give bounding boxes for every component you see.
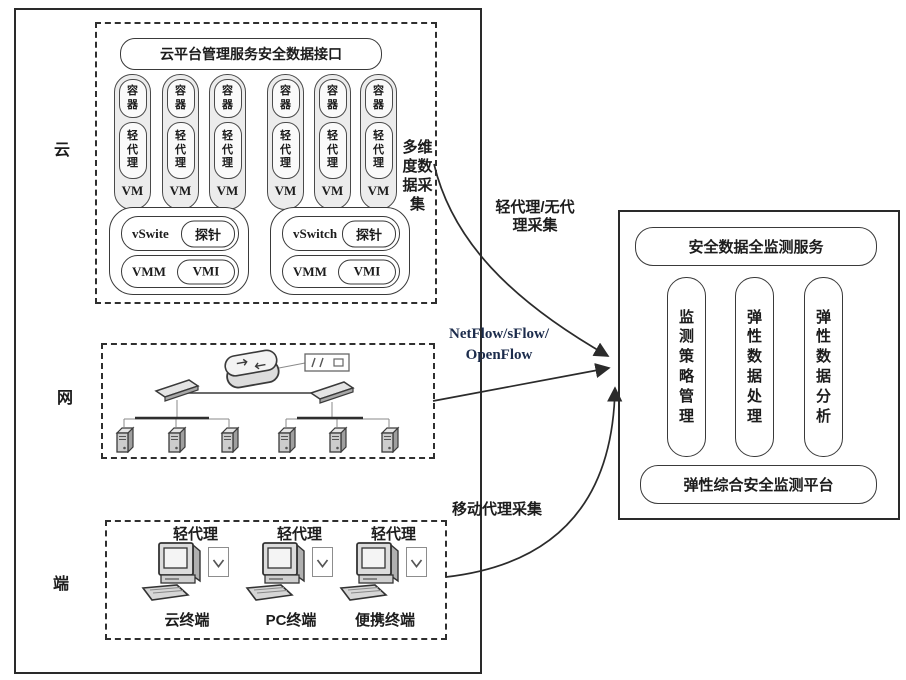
vm-capsule: 容器 轻代理 VM [162, 74, 199, 210]
cloud-section-box: 云平台管理服务安全数据接口 容器 轻代理 VM 容器 轻代理 VM 容器 轻代理… [95, 22, 437, 304]
desktop-computer-icon [141, 542, 201, 601]
vm-capsule: 容器 轻代理 VM [360, 74, 397, 210]
server-icon [220, 426, 240, 453]
vm-label: VM [169, 183, 192, 198]
vm-capsule: 容器 轻代理 VM [267, 74, 304, 210]
vm-capsule: 容器 轻代理 VM [209, 74, 246, 210]
multidimensional-collection-label: 多维度数据采集 [402, 139, 433, 213]
container-pill: 容器 [166, 79, 195, 118]
light-agent-pill: 轻代理 [166, 122, 195, 179]
check-icon [410, 559, 423, 568]
monitor-platform-bar: 弹性综合安全监测平台 [640, 465, 877, 504]
vmm-label: VMM [293, 263, 327, 279]
terminal-name: 便携终端 [354, 612, 415, 629]
firewall-appliance-icon [304, 353, 350, 372]
light-agent-pill: 轻代理 [118, 122, 147, 179]
light-agent-pill: 轻代理 [318, 122, 347, 179]
network-topology-art [115, 349, 400, 453]
agent-checkbox [312, 547, 333, 577]
light-agent-pill: 轻代理 [213, 122, 242, 179]
vm-label: VM [367, 183, 390, 198]
vm-label: VM [216, 183, 239, 198]
terminal-portable: 轻代理 便携终端 [330, 522, 440, 629]
hypervisor-group: vSwitch 探针 VMM VMI [270, 207, 410, 295]
desktop-computer-icon [339, 542, 399, 601]
container-pill: 容器 [364, 79, 393, 118]
terminal-cloud: 轻代理 云终端 [132, 522, 242, 629]
agent-checkbox [208, 547, 229, 577]
server-icon [328, 426, 348, 453]
vm-label: VM [274, 183, 297, 198]
label-netflow-protocols: NetFlow/sFlow/ OpenFlow [449, 326, 549, 363]
container-pill: 容器 [271, 79, 300, 118]
terminal-name: PC终端 [265, 612, 317, 629]
section-label-cloud: 云 [54, 142, 71, 159]
light-agent-label: 轻代理 [173, 526, 219, 543]
router-icon [224, 349, 280, 389]
module-elastic-data-processing: 弹性数据处理 [735, 277, 774, 457]
label-mobile-agent-collection: 移动代理采集 [452, 501, 543, 518]
probe-pill: 探针 [181, 220, 235, 247]
container-pill: 容器 [213, 79, 242, 118]
check-icon [316, 559, 329, 568]
server-icon [380, 426, 400, 453]
monitor-panel-box: 安全数据全监测服务 监测策略管理 弹性数据处理 弹性数据分析 弹性综合安全监测平… [618, 210, 900, 520]
terminal-name: 云终端 [164, 612, 210, 629]
terminal-pc: 轻代理 PC终端 [236, 522, 346, 629]
network-section-box [101, 343, 435, 459]
cloud-interface-bar: 云平台管理服务安全数据接口 [120, 38, 382, 70]
module-policy-management: 监测策略管理 [667, 277, 706, 457]
server-icon [167, 426, 187, 453]
vm-capsule: 容器 轻代理 VM [314, 74, 351, 210]
vswitch-row: vSwitch 探针 [282, 216, 400, 251]
section-label-terminal: 端 [53, 576, 70, 593]
desktop-computer-icon [245, 542, 305, 601]
server-icon [115, 426, 135, 453]
monitor-title-bar: 安全数据全监测服务 [635, 227, 877, 266]
vmi-pill: VMI [177, 259, 235, 284]
terminal-section-box [105, 520, 447, 640]
hypervisor-group: vSwite 探针 VMM VMI [109, 207, 249, 295]
container-pill: 容器 [318, 79, 347, 118]
vmm-label: VMM [132, 263, 166, 279]
vswitch-row: vSwite 探针 [121, 216, 239, 251]
switch-icon [309, 381, 355, 404]
vmi-pill: VMI [338, 259, 396, 284]
vm-capsule: 容器 轻代理 VM [114, 74, 151, 210]
module-elastic-data-analysis: 弹性数据分析 [804, 277, 843, 457]
light-agent-pill: 轻代理 [364, 122, 393, 179]
vmm-row: VMM VMI [282, 255, 400, 288]
section-label-network: 网 [57, 390, 74, 407]
check-icon [212, 559, 225, 568]
label-light-agentless-collection: 轻代理/无代 理采集 [495, 199, 575, 234]
vm-label: VM [121, 183, 144, 198]
vswitch-label: vSwitch [293, 225, 338, 241]
light-agent-label: 轻代理 [371, 526, 417, 543]
vmm-row: VMM VMI [121, 255, 239, 288]
probe-pill: 探针 [342, 220, 396, 247]
switch-icon [154, 379, 200, 402]
light-agent-label: 轻代理 [277, 526, 323, 543]
container-pill: 容器 [118, 79, 147, 118]
agent-checkbox [406, 547, 427, 577]
server-icon [277, 426, 297, 453]
vswitch-label: vSwite [132, 225, 169, 241]
light-agent-pill: 轻代理 [271, 122, 300, 179]
vm-label: VM [321, 183, 344, 198]
